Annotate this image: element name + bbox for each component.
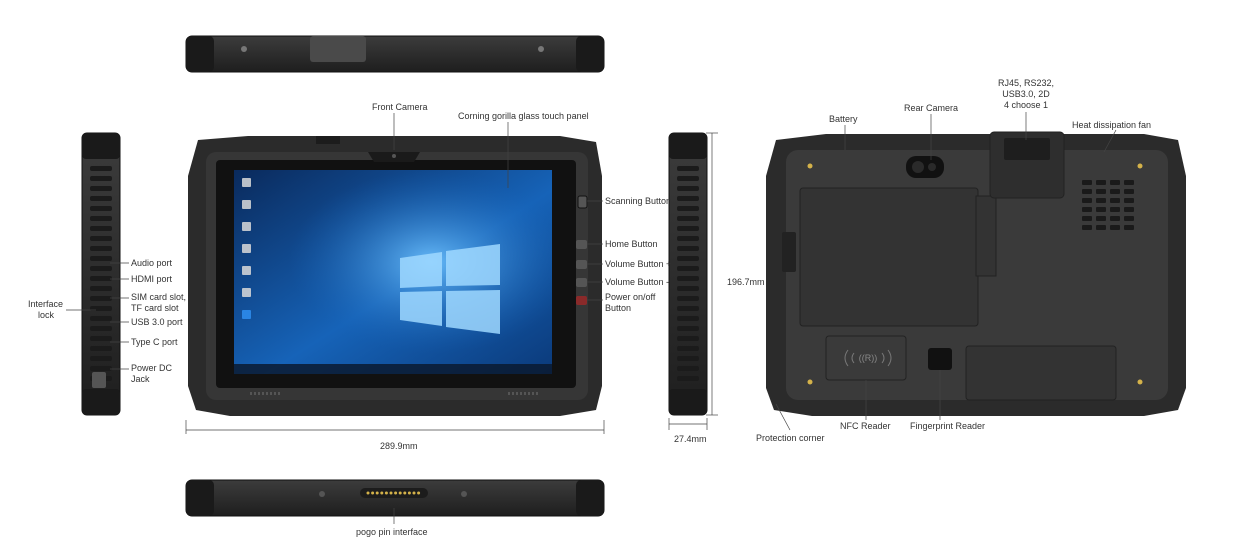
label-rj45-line1: RJ45, RS232, [998,78,1054,88]
label-sim-line2: TF card slot [131,303,179,313]
label-rj45-line3: 4 choose 1 [1004,100,1048,110]
label-battery: Battery [829,114,858,124]
dimension-lines [185,132,718,434]
fan-vent [1082,180,1134,230]
label-sim-line1: SIM card slot, [131,292,186,302]
label-interface-line2: lock [38,310,55,320]
label-rj45-line2: USB3.0, 2D [1002,89,1050,99]
fingerprint-sensor [928,348,952,370]
label-interface-line1: Interface [28,299,63,309]
right-side-view [668,132,708,416]
label-power-line1: Power on/off [605,292,656,302]
label-volume-down: Volume Button - [605,277,669,287]
front-view [188,136,602,416]
label-front-camera: Front Camera [372,102,428,112]
label-volume-up: Volume Button + [605,259,671,269]
label-heat-fan: Heat dissipation fan [1072,120,1151,130]
label-scanning-button: Scanning Button [605,196,671,206]
windows-logo [400,244,500,334]
label-fingerprint-reader: Fingerprint Reader [910,421,985,431]
svg-text:((R)): ((R)) [859,353,878,363]
dimension-height: 196.7mm [727,277,765,287]
label-typec-port: Type C port [131,337,178,347]
label-nfc-reader: NFC Reader [840,421,891,431]
dimension-width: 289.9mm [380,441,418,451]
label-dc-line2: Jack [131,374,150,384]
leader-lines [66,112,1117,524]
label-pogo-pin: pogo pin interface [356,527,428,537]
label-home-button: Home Button [605,239,658,249]
bottom-edge-view [185,479,605,517]
label-rear-camera: Rear Camera [904,103,958,113]
label-audio-port: Audio port [131,258,173,268]
top-edge-view [185,35,605,73]
pogo-pins [360,488,428,498]
dimension-depth: 27.4mm [674,434,707,444]
label-hdmi-port: HDMI port [131,274,173,284]
back-view: ((R)) [766,131,1186,416]
label-dc-line1: Power DC [131,363,173,373]
label-glass-panel: Corning gorilla glass touch panel [458,111,589,121]
label-power-line2: Button [605,303,631,313]
left-side-view [81,132,121,416]
label-usb-port: USB 3.0 port [131,317,183,327]
labels: Front Camera Corning gorilla glass touch… [28,78,1151,537]
label-protection-corner: Protection corner [756,433,825,443]
